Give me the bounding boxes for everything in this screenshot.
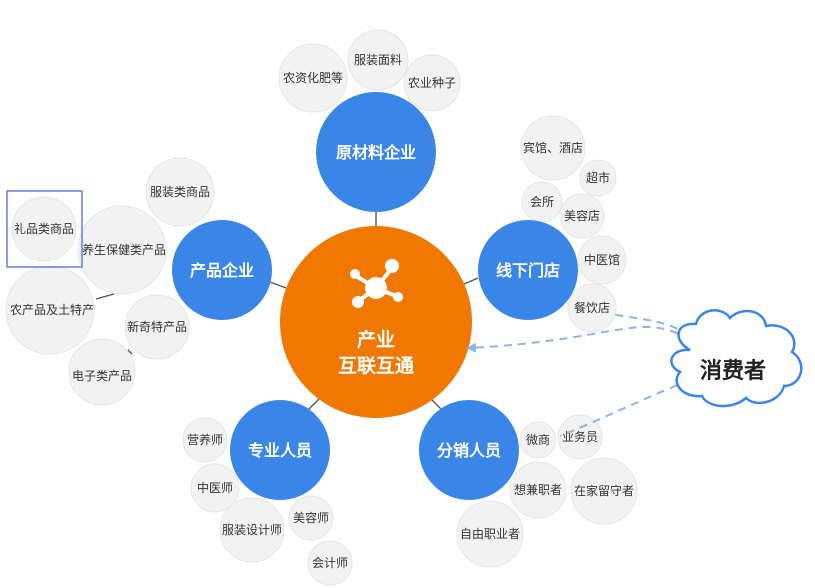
leaf-bubble — [579, 159, 617, 197]
leaf-label: 营养师 — [187, 432, 223, 447]
leaf-bubble — [278, 43, 348, 113]
leaf-bubble — [182, 417, 228, 463]
leaf-bubble — [347, 29, 409, 91]
product-companies-leaves: 服装类商品 礼品类商品 养生保健类产品 农产品及土特产 新奇特产品 电子类产品 — [5, 157, 215, 406]
leaf-label: 新奇特产品 — [127, 319, 187, 334]
leaf-label: 服装设计师 — [222, 523, 282, 537]
hub-distributors[interactable]: 分销人员 — [419, 400, 519, 500]
consumer-cloud[interactable]: 消费者 — [670, 309, 803, 408]
leaf-bubble — [509, 461, 567, 519]
consumer-arrows — [466, 313, 691, 437]
leaf-label: 微商 — [526, 432, 550, 447]
hub-label: 原材料企业 — [336, 143, 416, 162]
leaf-bubble — [190, 463, 240, 513]
leaf-label: 礼品类商品 — [14, 221, 74, 236]
hub-raw-materials[interactable]: 原材料企业 — [316, 92, 436, 212]
leaf-label: 美容店 — [564, 208, 600, 223]
hub-label: 线下门店 — [496, 261, 560, 280]
leaf-bubble — [456, 500, 524, 568]
leaf-label: 超市 — [586, 170, 610, 185]
leaf-label: 会所 — [530, 195, 554, 209]
leaf-label: 在家留守者 — [574, 483, 634, 498]
hub-offline-stores[interactable]: 线下门店 — [478, 220, 578, 320]
center-node[interactable]: 产业 互联互通 — [280, 226, 472, 418]
leaf-label: 服装面料 — [354, 53, 402, 67]
leaf-bubble — [559, 193, 605, 239]
leaf-label: 农产品及土特产 — [10, 302, 94, 317]
leaf-bubble — [520, 115, 586, 181]
distributors-leaves: 微商 业务员 想兼职者 在家留守者 自由职业者 — [456, 414, 638, 568]
center-title-line1: 产业 — [357, 328, 395, 351]
leaf-bubble — [219, 497, 285, 563]
leaf-bubble — [124, 294, 190, 360]
leaf-label: 农资化肥等 — [283, 71, 343, 85]
leaf-label: 自由职业者 — [460, 527, 520, 541]
raw-materials-leaves: 农资化肥等 服装面料 农业种子 — [278, 29, 461, 113]
leaf-bubble — [145, 157, 215, 227]
leaf-bubble — [577, 235, 627, 285]
leaf-bubble — [403, 54, 461, 112]
selection-box — [6, 190, 83, 268]
leaf-label: 想兼职者 — [514, 482, 562, 497]
hub-professionals[interactable]: 专业人员 — [230, 400, 330, 500]
leaf-bubble — [11, 196, 77, 262]
leaf-label: 会计师 — [312, 556, 348, 570]
leaf-bubble — [307, 540, 353, 586]
center-title-line2: 互联互通 — [338, 355, 415, 377]
leaf-label: 餐饮店 — [574, 300, 610, 315]
leaf-bubble — [570, 457, 638, 525]
consumer-label: 消费者 — [700, 359, 766, 384]
leaf-bubble — [567, 283, 617, 333]
leaf-bubble — [77, 205, 167, 295]
hub-label: 产品企业 — [190, 261, 254, 280]
leaf-label: 中医馆 — [584, 252, 620, 267]
professionals-leaves: 营养师 中医师 服装设计师 美容师 会计师 — [182, 417, 353, 586]
hub-label: 分销人员 — [437, 441, 501, 460]
hub-label: 专业人员 — [248, 441, 312, 460]
hub-product-companies[interactable]: 产品企业 — [172, 220, 272, 320]
leaf-bubble — [519, 421, 557, 459]
leaf-label: 养生保健类产品 — [82, 242, 166, 257]
network-nodes-icon — [350, 259, 403, 308]
leaf-label: 美容师 — [293, 510, 329, 525]
leaf-bubble — [557, 414, 603, 460]
leaf-bubble — [5, 265, 95, 355]
leaf-label: 农业种子 — [408, 76, 456, 90]
leaf-bubble — [68, 338, 136, 406]
leaf-label: 电子类产品 — [72, 369, 132, 383]
leaf-label: 服装类商品 — [150, 184, 210, 199]
leaf-label: 业务员 — [562, 429, 598, 444]
leaf-label: 中医师 — [197, 480, 233, 495]
leaf-label: 宾馆、酒店 — [523, 140, 583, 155]
leaf-bubble — [288, 495, 334, 541]
offline-stores-leaves: 宾馆、酒店 超市 会所 美容店 中医馆 餐饮店 — [520, 115, 627, 333]
